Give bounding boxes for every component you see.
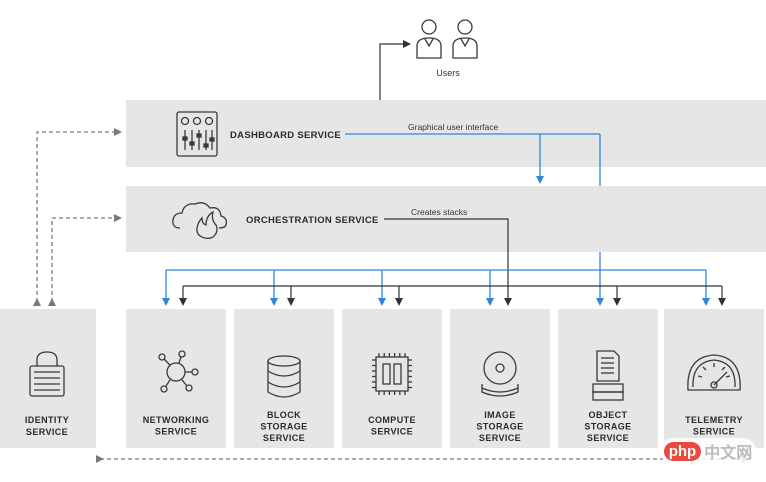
service-box-background [234, 309, 334, 448]
service-box: COMPUTE SERVICE [342, 309, 442, 448]
user-icon [452, 19, 478, 59]
gui-arrow-to-orchestration [345, 133, 600, 180]
service-box-background [342, 309, 442, 448]
service-label-line: COMPUTE [368, 415, 416, 425]
creates-stacks-line [384, 218, 512, 306]
users-connector [379, 40, 411, 100]
dashboard-service-label: DASHBOARD SERVICE [230, 130, 341, 141]
php-cn-watermark: php 中文网 [660, 438, 756, 464]
service-label-line: NETWORKING [143, 415, 210, 425]
service-label-line: SERVICE [371, 427, 413, 437]
chip-icon [372, 353, 412, 395]
service-box: NETWORKING SERVICE [126, 309, 226, 448]
service-label-line: STORAGE [476, 422, 523, 432]
padlock-icon [29, 351, 65, 397]
identity-service-label-line1: IDENTITY [25, 415, 69, 425]
service-label-line: STORAGE [584, 422, 631, 432]
user-icon [416, 19, 442, 59]
service-label-line: STORAGE [260, 422, 307, 432]
dark-drop-arrows [179, 286, 726, 306]
service-label-line: IMAGE [484, 410, 516, 420]
dashboard-note: Graphical user interface [408, 122, 499, 132]
identity-dashed-connectors [33, 128, 750, 463]
orchestration-service-label: ORCHESTRATION SERVICE [246, 215, 379, 226]
networking-icon [158, 350, 199, 393]
service-box: TELEMETRY SERVICE [664, 309, 764, 448]
database-icon [267, 355, 301, 398]
service-label-line: SERVICE [263, 433, 305, 443]
disk-image-icon [481, 351, 519, 397]
watermark-site: 中文网 [704, 445, 753, 462]
service-label-line: OBJECT [589, 410, 628, 420]
blue-bus [166, 252, 706, 271]
users-group: Users [416, 19, 478, 78]
service-label-line: BLOCK [267, 410, 301, 420]
service-label-line: SERVICE [587, 433, 629, 443]
service-box-background [126, 309, 226, 448]
watermark-brand: php [663, 441, 702, 461]
users-label: Users [436, 68, 460, 78]
service-box-background [558, 309, 658, 448]
service-label-line: SERVICE [479, 433, 521, 443]
document-stack-icon [592, 350, 624, 401]
service-box-background [450, 309, 550, 448]
service-label-line: SERVICE [693, 427, 735, 437]
control-panel-icon [176, 111, 218, 157]
gauge-icon [687, 354, 741, 391]
identity-service-label-line2: SERVICE [26, 427, 68, 437]
orchestration-note: Creates stacks [411, 207, 467, 217]
service-label-line: TELEMETRY [685, 415, 743, 425]
cloud-flame-icon [172, 202, 228, 239]
service-label-line: SERVICE [155, 427, 197, 437]
service-box-background [664, 309, 764, 448]
